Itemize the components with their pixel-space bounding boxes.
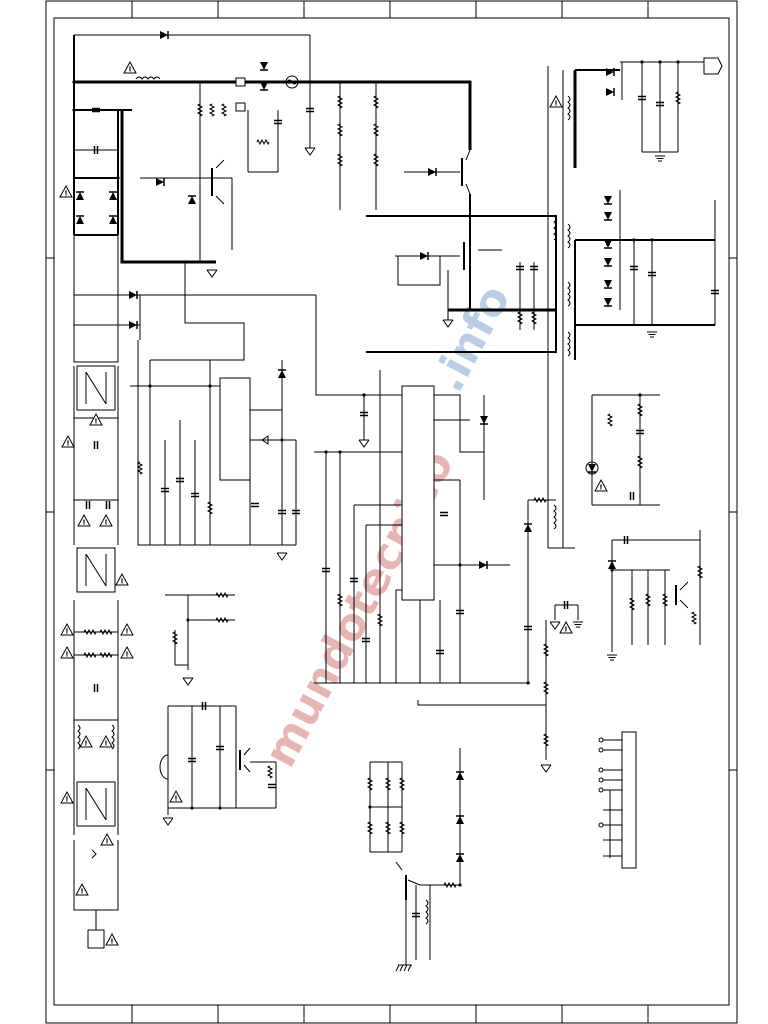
mosfet-stage <box>366 82 557 353</box>
auxiliary-circuits <box>159 592 465 972</box>
ac-input-filter <box>73 30 316 949</box>
primary-section <box>130 35 470 561</box>
output-connector <box>598 731 637 869</box>
watermark-domain: .info <box>423 277 521 400</box>
controller-section <box>314 295 556 773</box>
transformer-secondary <box>547 57 723 661</box>
page-frame <box>45 0 738 1024</box>
safety-warning-markers <box>59 61 608 946</box>
